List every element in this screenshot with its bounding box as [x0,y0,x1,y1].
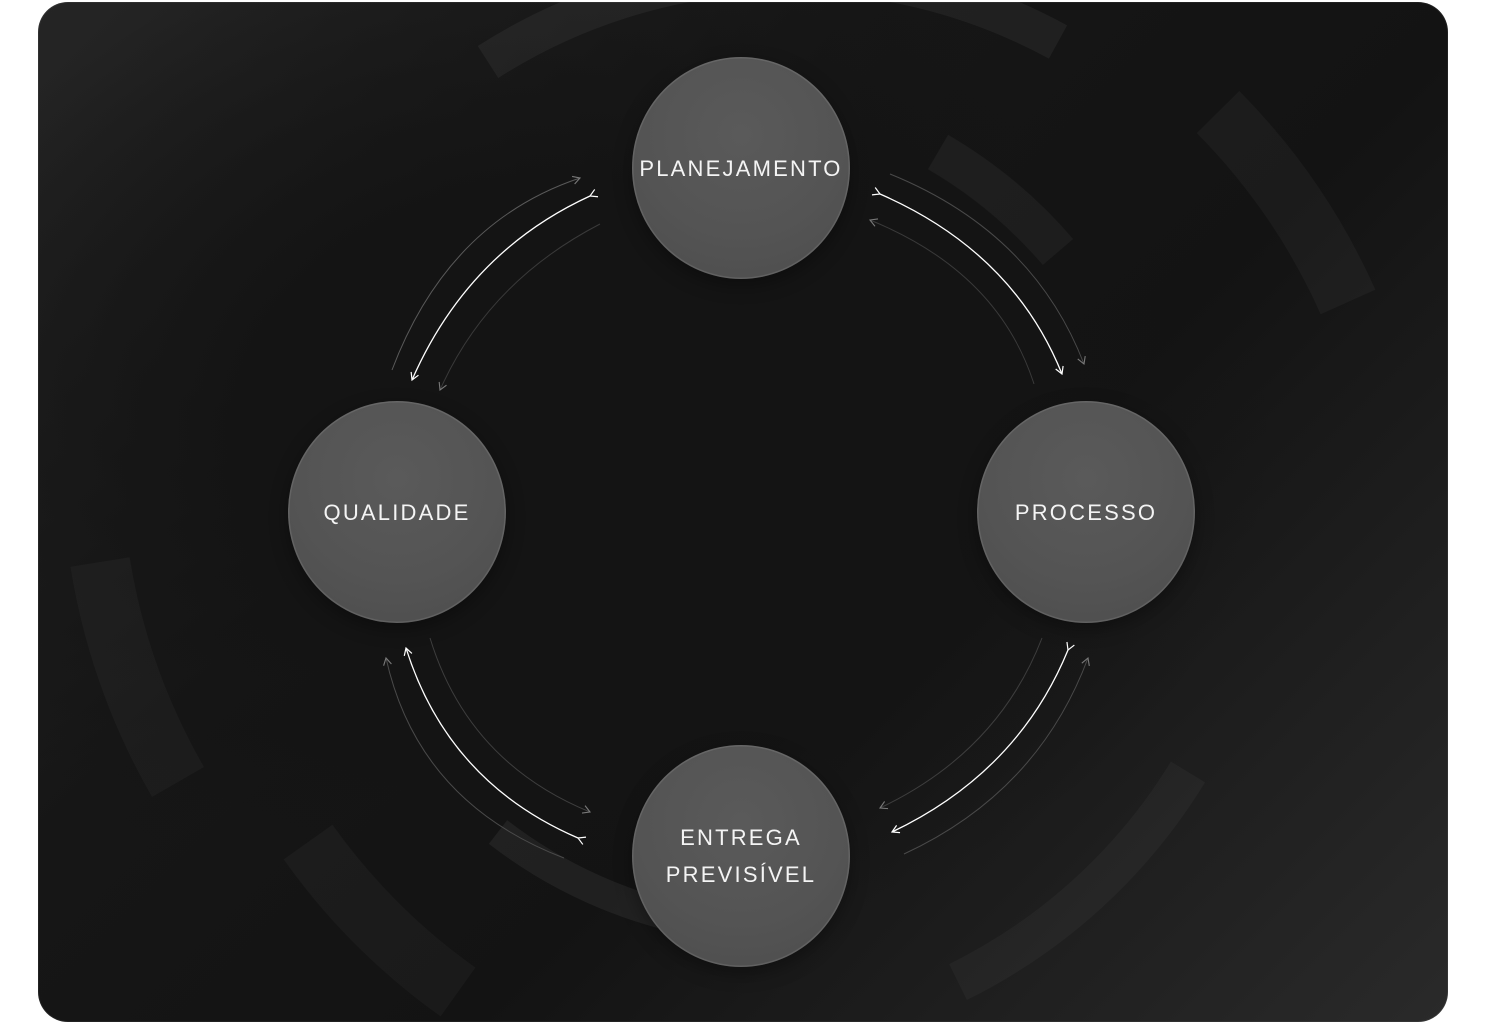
arrow-processo-entrega [890,641,1075,834]
arrow-faint [383,656,565,859]
arrow-faint [391,175,582,371]
arrow-planejamento-processo [871,187,1064,376]
node-entrega-previsivel: ENTREGA PREVISÍVEL [632,745,850,967]
node-processo: PROCESSO [977,401,1195,623]
arrow-faint [438,223,601,392]
arrow-faint [429,637,592,814]
ring-segment [477,2,1068,79]
arrow-faint [868,218,1035,385]
node-qualidade: QUALIDADE [288,401,506,623]
cycle-arrows [383,173,1090,859]
arrow-faint [889,173,1086,366]
node-label: PROCESSO [1014,499,1158,525]
arrow-entrega-qualidade [403,646,587,845]
arrow-planejamento-qualidade [410,189,599,382]
node-planejamento: PLANEJAMENTO [632,57,850,279]
node-label: QUALIDADE [323,499,471,525]
diagram-card: PLANEJAMENTO PROCESSO ENTREGA PREVISÍVEL… [38,2,1448,1022]
arrow-faint [903,656,1090,855]
node-label: ENTREGA PREVISÍVEL [665,825,817,887]
arrow-faint [878,637,1043,810]
node-label: PLANEJAMENTO [639,155,843,181]
